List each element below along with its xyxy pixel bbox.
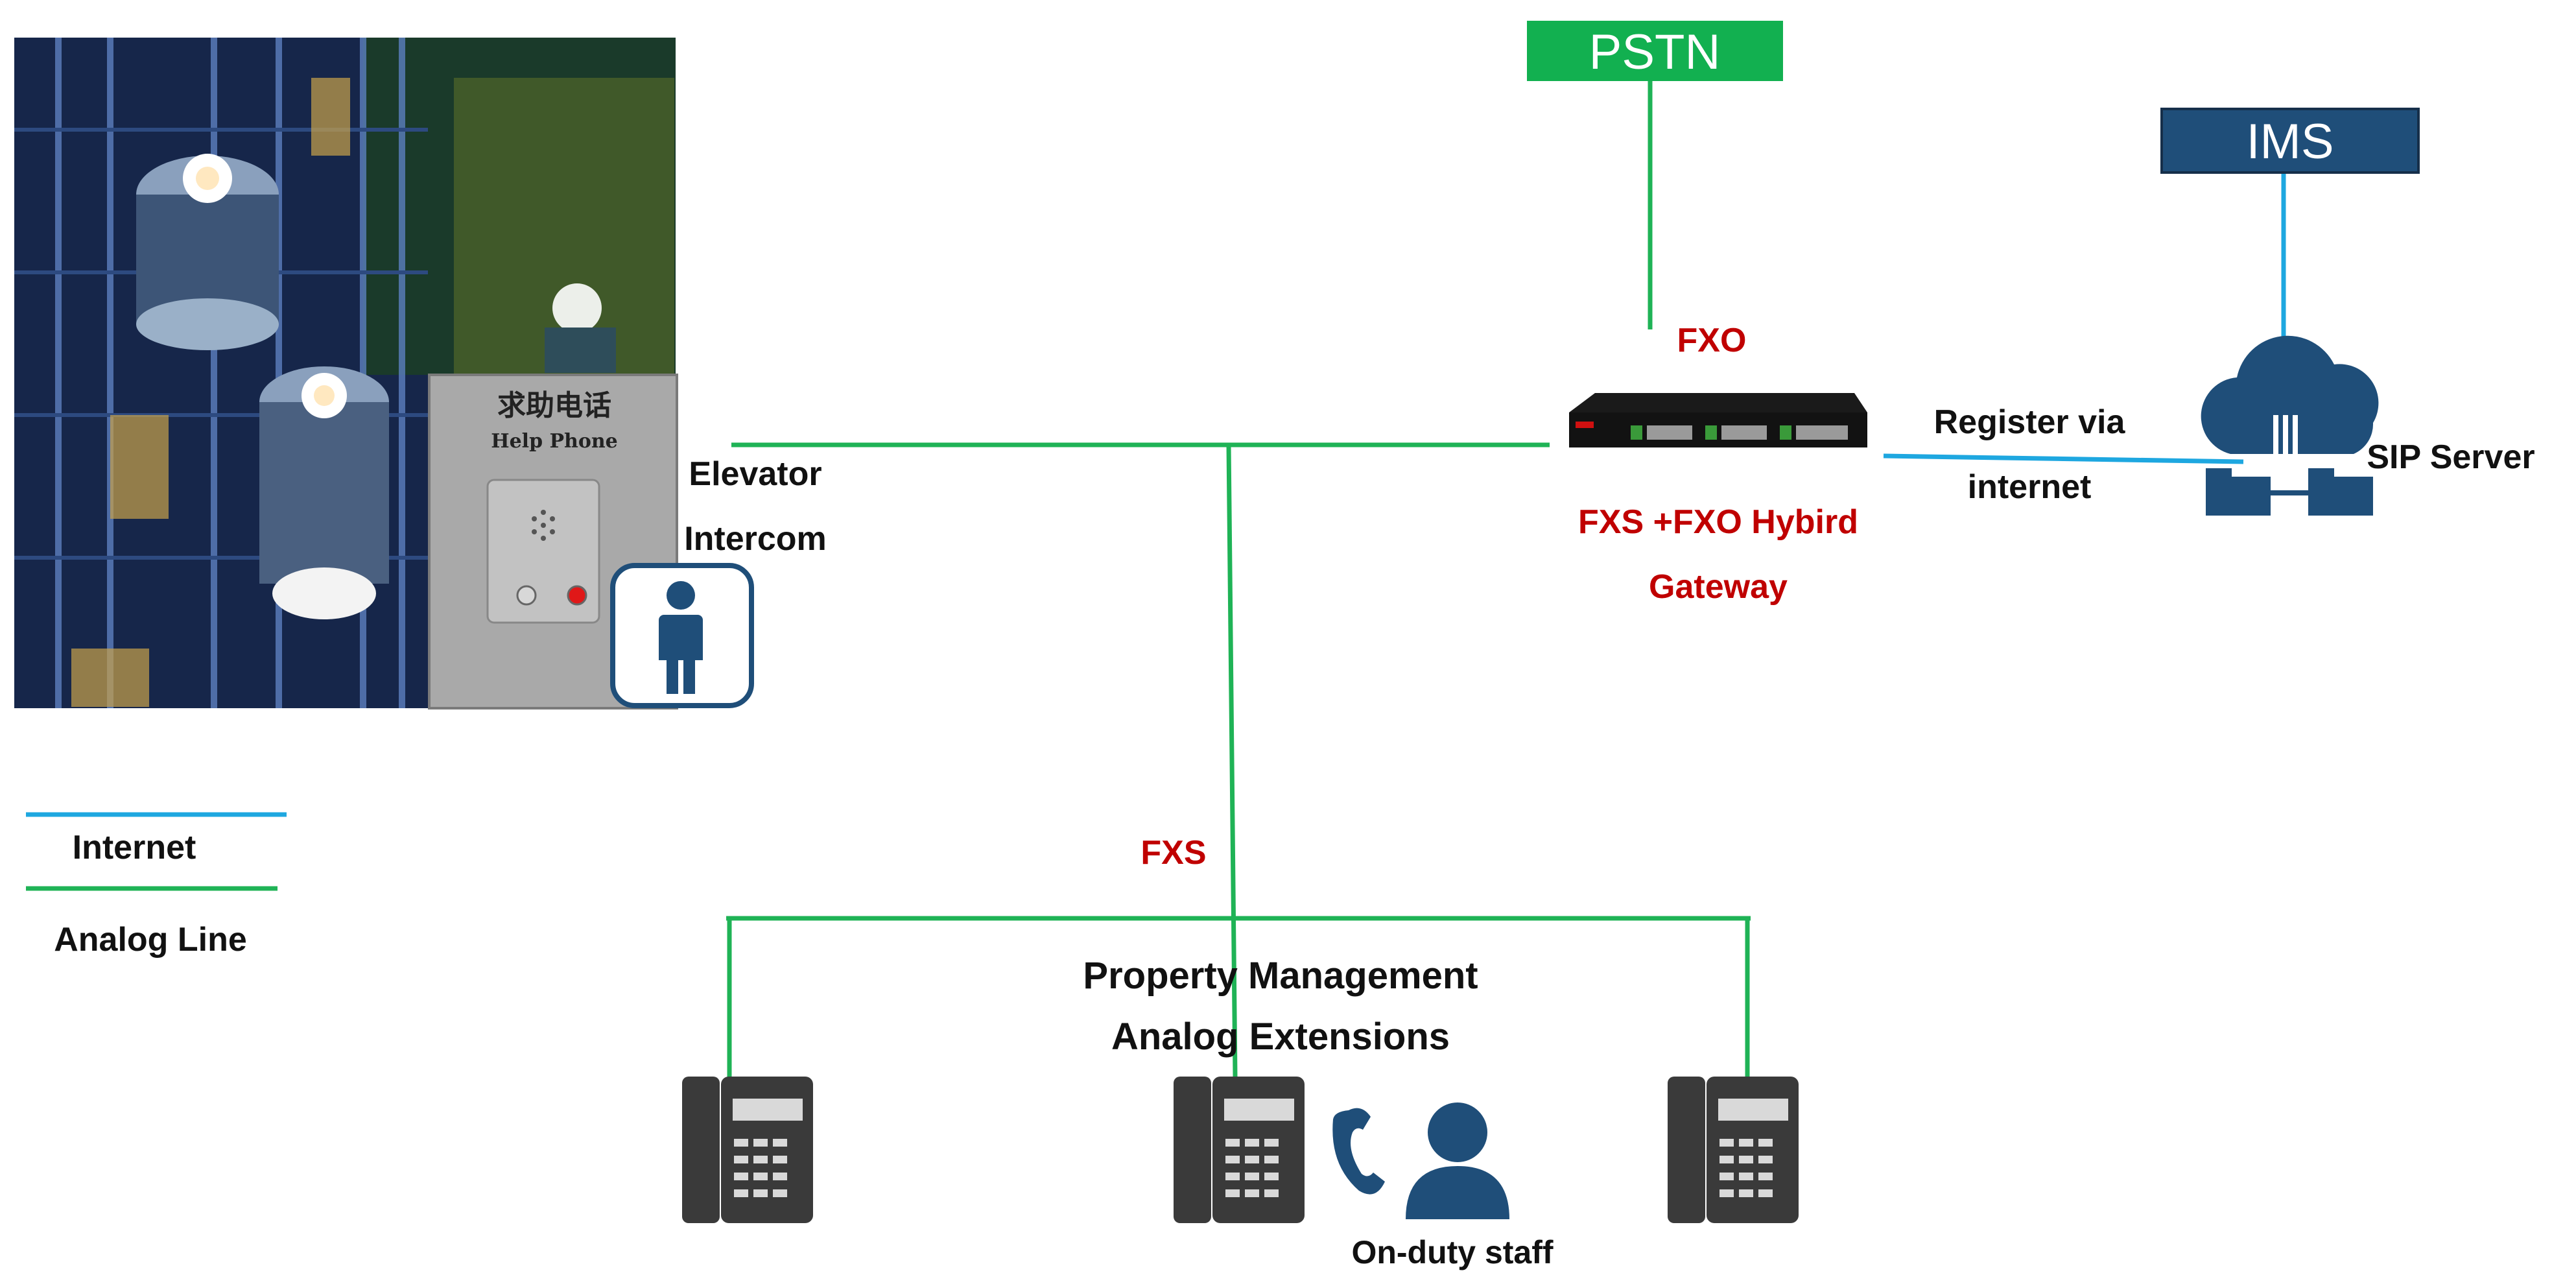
analog-lines [726,80,1751,1082]
gateway-device-icon [1569,393,1867,447]
register-label-line2: internet [1968,468,2092,506]
pstn-node: PSTN [1527,21,1783,81]
elevator-capsule-right [545,283,616,373]
ims-label: IMS [2246,114,2334,169]
register-label-line1: Register via [1934,403,2126,441]
elevator-capsule-upper [136,154,279,350]
elevator-label-line1: Elevator [689,455,821,493]
fxs-label: FXS [1140,834,1206,872]
extensions-label-line2: Analog Extensions [1111,1016,1450,1058]
extensions-label-line1: Property Management [1083,955,1478,997]
gateway-name-line1: FXS +FXO Hybird [1578,503,1858,541]
pstn-label: PSTN [1589,25,1721,80]
help-phone-sign-cn: 求助电话 [497,389,611,422]
legend-analog: Analog Line [54,921,247,959]
desk-phone-icon [1174,1077,1305,1223]
cloud-server-icon [2201,335,2379,516]
sip-server-label: SIP Server [2367,438,2535,476]
ims-node: IMS [2160,108,2420,174]
operator-icon [1332,1094,1509,1219]
help-phone-sign-en: Help Phone [491,430,618,453]
elevator-label-line2: Intercom [684,520,827,558]
desk-phone-icon [1668,1077,1799,1223]
legend-internet: Internet [73,829,196,866]
desk-phone-icon [682,1077,813,1223]
gateway-name-line2: Gateway [1649,568,1788,606]
legend: Internet Analog Line [26,812,287,959]
person-icon [610,563,754,708]
fxo-label: FXO [1677,322,1747,359]
elevator-capsule-lower [259,366,389,619]
on-duty-staff-label: On-duty staff [1351,1234,1553,1270]
elevator-photo: 求助电话 Help Phone [14,38,678,709]
